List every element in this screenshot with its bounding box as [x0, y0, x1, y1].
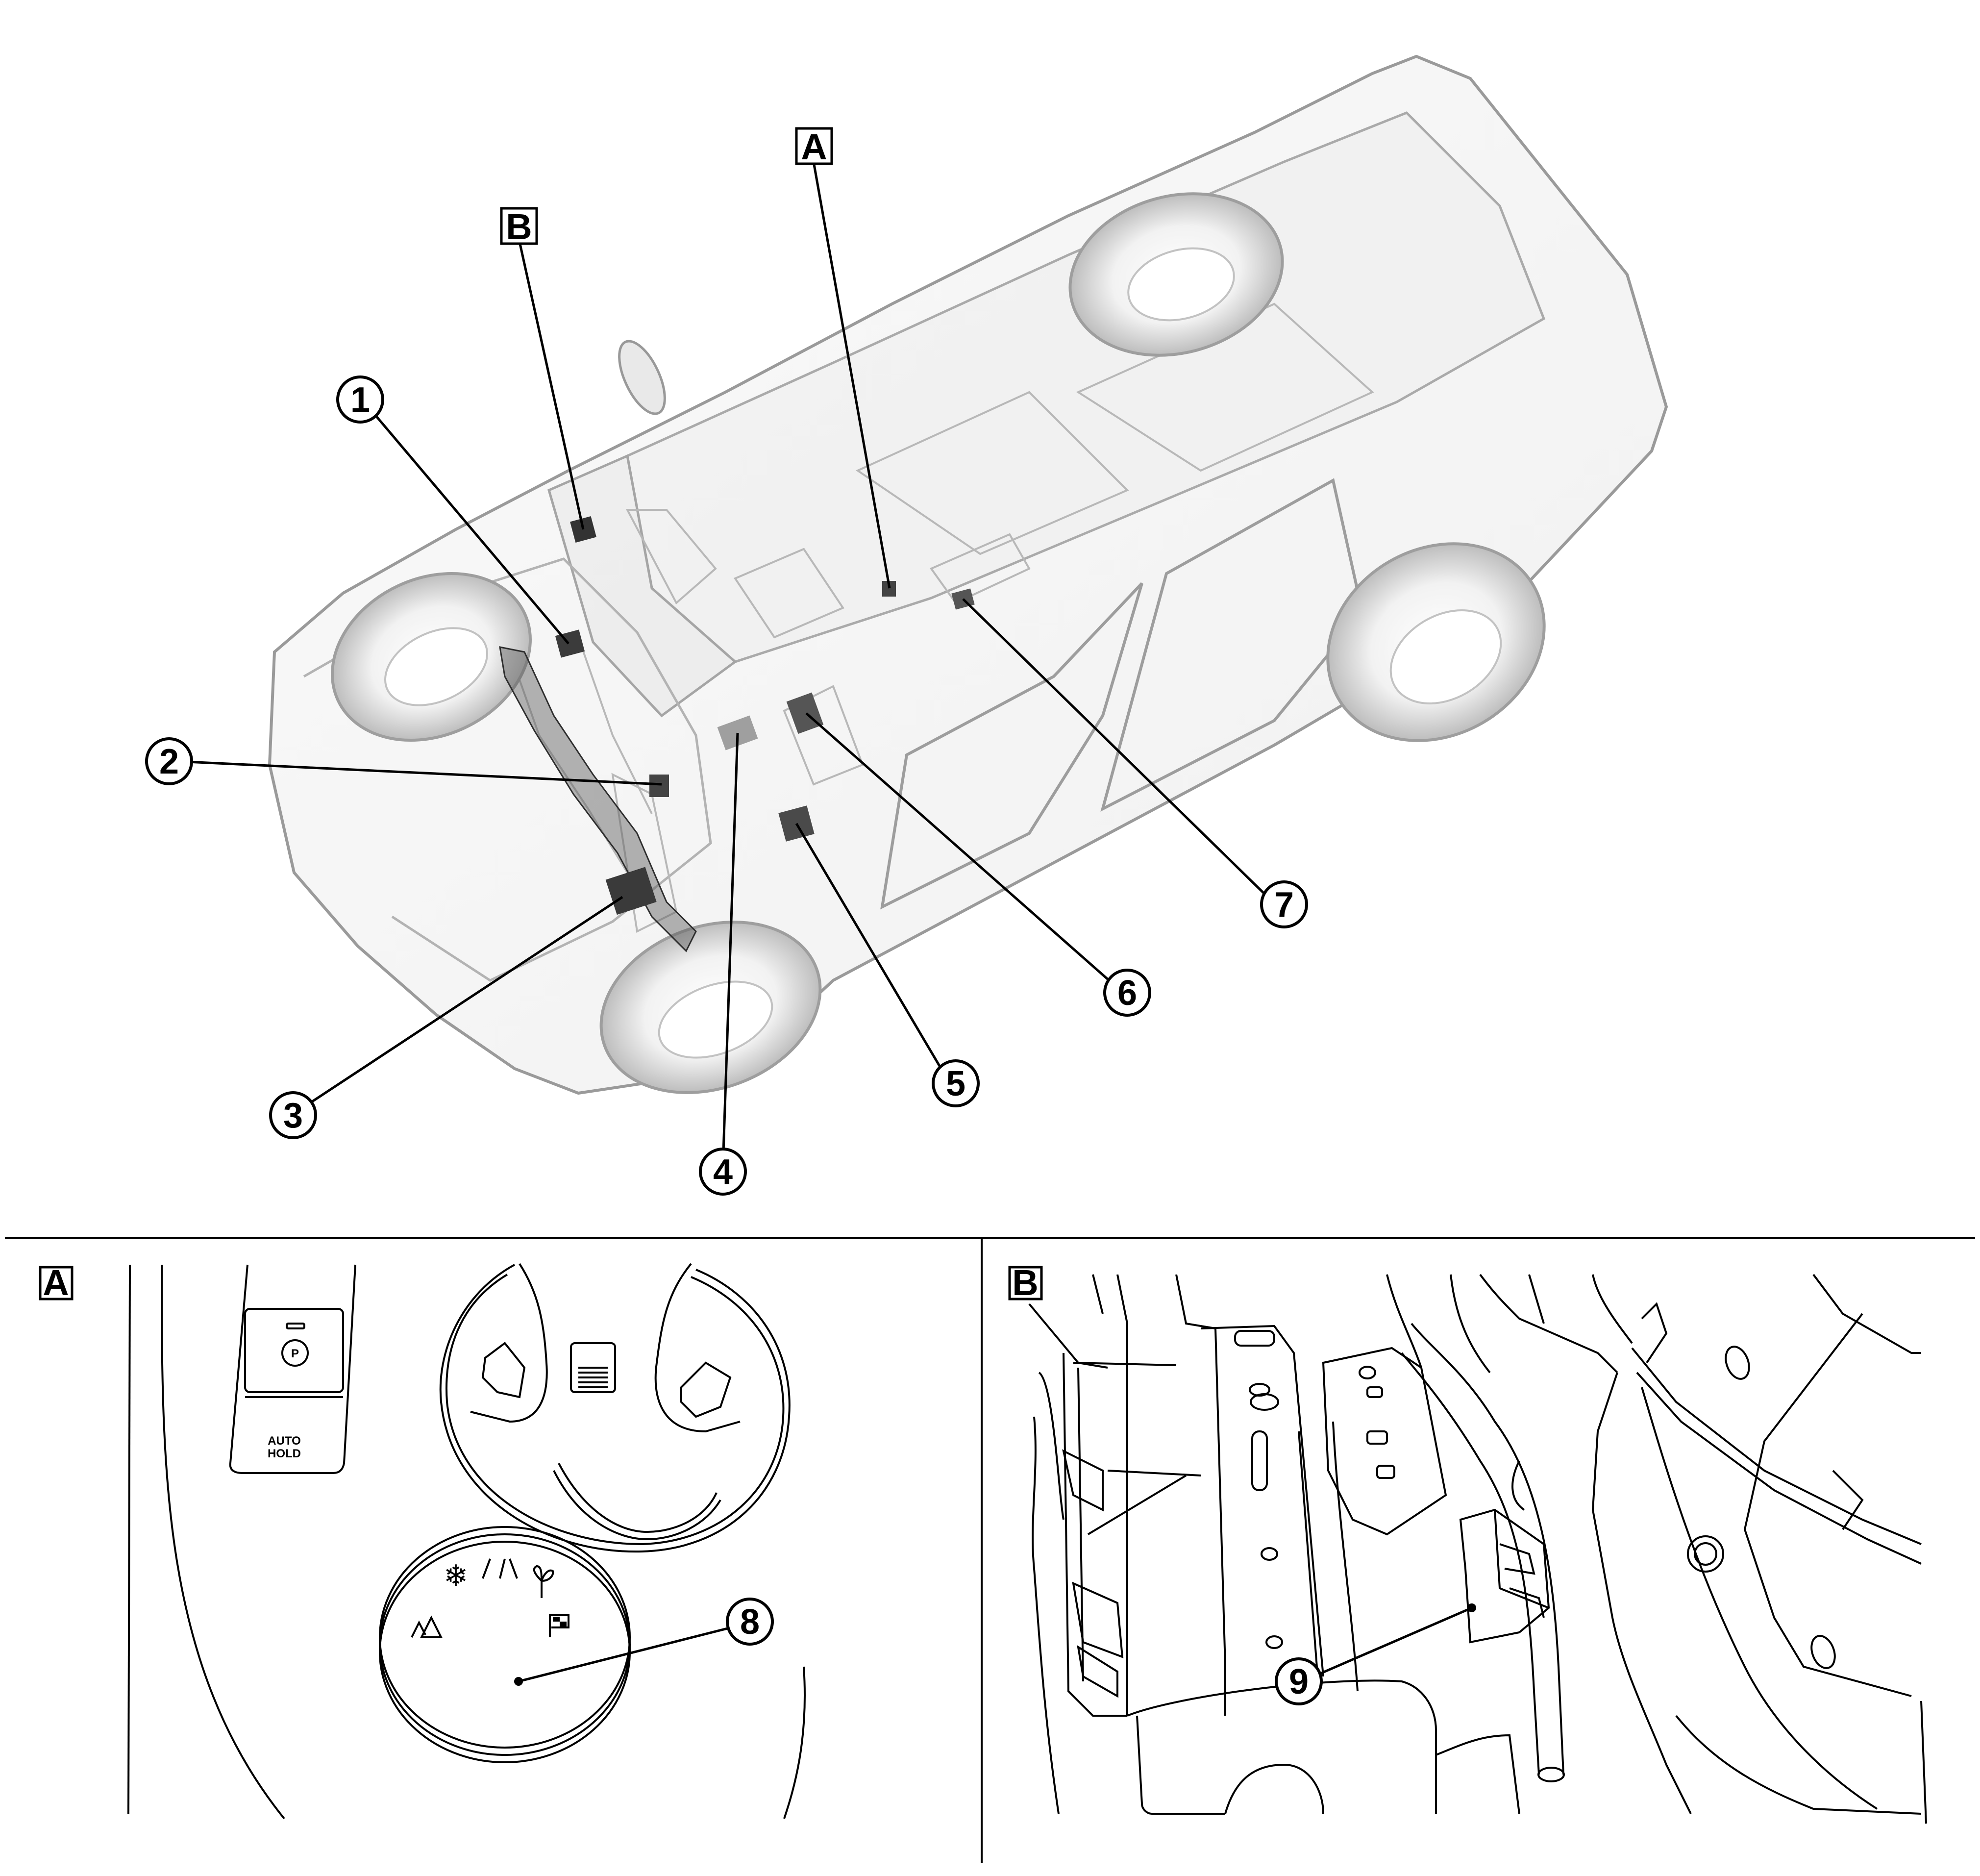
- left-bracket: [1028, 1274, 1201, 1814]
- wheel-front-right: [599, 921, 822, 1094]
- detail-a-label: A: [39, 1262, 74, 1303]
- callout-1-text: 1: [350, 380, 370, 420]
- eco-leaf-icon: [533, 1565, 554, 1598]
- callout-2: 2: [145, 737, 193, 785]
- callout-6: 6: [1103, 969, 1151, 1017]
- epb-indicator-lamp: [286, 1323, 305, 1329]
- parking-brake-icon: [281, 1339, 309, 1367]
- component-6-marker: [786, 692, 824, 734]
- callout-5: 5: [932, 1059, 980, 1107]
- view-label-b-text: B: [506, 206, 532, 247]
- wiring-harness-conduit-inner: [1401, 1352, 1540, 1775]
- control-module-9: [1459, 1508, 1550, 1644]
- overview-leader-lines: [176, 161, 1273, 1167]
- auto-hold-text-1: AUTO: [268, 1434, 301, 1448]
- windshield: [547, 454, 737, 718]
- component-2-marker: [649, 775, 669, 797]
- cupholder-right-insert: [680, 1361, 732, 1418]
- callout-8-text: 8: [740, 1602, 760, 1642]
- callout-5-text: 5: [946, 1064, 965, 1103]
- callout-4-text: 4: [713, 1152, 733, 1192]
- detail-a-label-text: A: [43, 1262, 69, 1303]
- center-vertical-member: [1175, 1274, 1359, 1716]
- rough-road-icon: [482, 1558, 518, 1579]
- callout-2-text: 2: [159, 742, 179, 781]
- view-label-a: A: [795, 126, 833, 167]
- switch-panel-frame: [229, 1264, 356, 1474]
- wheel-rear-right: [1326, 542, 1546, 742]
- mounting-plate: [1322, 1274, 1491, 1536]
- detail-a-panel: A P AUTO HOLD: [39, 1262, 806, 1820]
- sport-flag-icon: [549, 1614, 569, 1637]
- console-edge-left: [127, 1264, 131, 1814]
- console-edge-right: [783, 1666, 806, 1819]
- callout-4: 4: [699, 1148, 747, 1196]
- callout-7-text: 7: [1274, 885, 1294, 925]
- vehicle-overview: A B 1 2 3 4 5 6: [145, 54, 1668, 1196]
- console-edge-inner: [161, 1264, 285, 1820]
- snowflake-icon: ❄: [444, 1559, 468, 1592]
- callout-9-leader: [1313, 1606, 1472, 1678]
- epb-switch[interactable]: [244, 1308, 344, 1393]
- side-door-frame-rear: [1100, 478, 1364, 812]
- mountain-icon: [411, 1615, 443, 1638]
- detail-b-label-text: B: [1012, 1262, 1038, 1303]
- parking-brake-symbol: P: [291, 1347, 299, 1360]
- view-label-a-text: A: [801, 126, 827, 167]
- wheel-front-left: [331, 572, 532, 742]
- auto-hold-text-2: HOLD: [268, 1447, 301, 1460]
- side-door-frame-front: [880, 582, 1143, 910]
- wiring-harness-conduit-outer: [1411, 1323, 1564, 1775]
- callout-7: 7: [1260, 880, 1308, 928]
- callout-8: 8: [726, 1598, 774, 1646]
- detail-b-label: B: [1008, 1262, 1043, 1303]
- callout-9: 9: [1275, 1657, 1323, 1705]
- callout-8-leader: [518, 1625, 736, 1683]
- component-3-marker: [605, 867, 657, 915]
- wheel-rear-left: [1068, 192, 1284, 357]
- interior-structure: [509, 302, 1374, 933]
- shift-button[interactable]: [570, 1342, 616, 1393]
- callout-9-text: 9: [1289, 1662, 1309, 1701]
- callout-1: 1: [336, 375, 384, 424]
- view-label-b: B: [500, 206, 538, 247]
- callout-3: 3: [269, 1091, 317, 1139]
- side-mirror: [618, 340, 666, 415]
- callout-6-text: 6: [1117, 974, 1137, 1013]
- callout-3-text: 3: [283, 1096, 303, 1135]
- right-panel-structure: [1479, 1274, 1927, 1824]
- lower-bracket: [1127, 1679, 1520, 1815]
- cupholder-left-insert: [481, 1342, 526, 1399]
- drive-mode-selector-dial[interactable]: ❄: [379, 1526, 631, 1763]
- detail-b-panel: B: [1008, 1262, 1927, 1824]
- console-cupholder: [439, 1263, 791, 1553]
